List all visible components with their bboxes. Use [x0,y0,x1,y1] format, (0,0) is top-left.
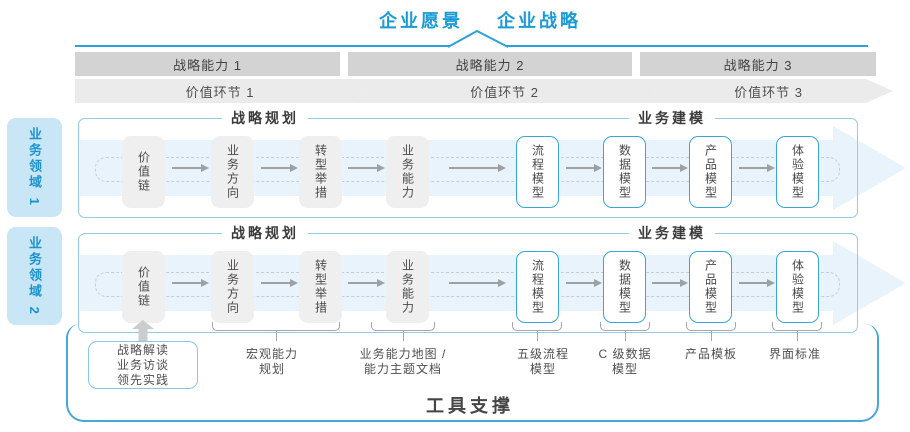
annotation-level5-process-model: 五级流程 模型 [516,347,570,376]
flow-arrow-icon [261,279,298,286]
enterprise-strategy-title: 企业战略 [497,11,581,31]
annotation-capability-map-doc: 业务能力地图 / 能力主题文档 [359,347,447,376]
practice-line: 战略解读 [116,342,169,357]
flow-arrow-icon [348,279,385,286]
node-experience-model: 体验模型 [776,136,819,208]
tool-support-container [66,324,879,422]
row-frame [78,118,858,218]
enterprise-vision-title: 企业愿景 [379,11,463,31]
row-frame [78,233,858,333]
flow-arrow-icon [172,164,209,171]
strategic-capability-2-bar: 战略能力 2 [348,52,632,76]
node-value-chain: 价值链 [122,251,165,323]
bracket-connector [371,322,435,341]
node-business-capability: 业务能力 [386,251,429,323]
node-process-model: 流程模型 [516,136,559,208]
node-business-capability: 业务能力 [386,136,429,208]
flow-arrow-icon [566,164,602,171]
bracket-connector [512,322,562,341]
flow-arrow-icon [449,164,506,171]
flow-arrow-icon [261,164,298,171]
node-data-model: 数据模型 [603,136,646,208]
bracket-connector [686,322,736,341]
flow-arrow-icon [739,164,775,171]
annotation-macro-capability-planning: 宏观能力 规划 [245,347,299,376]
node-product-model: 产品模型 [689,251,732,323]
dashed-flow-track [95,272,840,297]
node-value-chain: 价值链 [122,136,165,208]
node-business-direction: 业务方向 [211,136,254,208]
node-transformation-initiatives: 转型举措 [299,251,342,323]
practice-input-box: 战略解读 业务访谈 领先实践 [88,341,198,389]
flow-arrow-icon [652,279,688,286]
flow-arrow-icon [739,279,775,286]
annotation-ui-standard: 界面标准 [768,347,822,361]
business-modeling-header: 业务建模 [629,108,715,128]
practice-line: 领先实践 [116,372,169,387]
business-domain-2-tab: 业务领域 2 [7,227,62,325]
bracket-connector [772,322,822,341]
flow-arrow-icon [652,164,688,171]
annotation-product-template: 产品模板 [684,347,738,361]
caret-up-icon [447,30,509,48]
value-link-3-chevron: 价值环节 3 [644,79,893,103]
business-domain-1-tab: 业务领域 1 [7,118,62,217]
strategic-capability-3-bar: 战略能力 3 [640,52,876,76]
bracket-connector [600,322,650,341]
flow-arrow-icon [172,279,209,286]
bracket-connector [212,322,340,341]
node-product-model: 产品模型 [689,136,732,208]
node-process-model: 流程模型 [516,251,559,323]
node-experience-model: 体验模型 [776,251,819,323]
practice-line: 业务访谈 [116,357,169,372]
dashed-flow-track [95,157,840,182]
annotation-c-level-data-model: C 级数据 模型 [598,347,652,376]
tool-support-title: 工具支撑 [426,396,514,416]
flow-arrow-icon [348,164,385,171]
flow-arrow-icon [566,279,602,286]
strategic-capability-1-bar: 战略能力 1 [75,52,340,76]
value-link-1-chevron: 价值环节 1 [75,79,365,103]
strategic-planning-header: 战略规划 [222,108,308,128]
node-transformation-initiatives: 转型举措 [299,136,342,208]
strategic-planning-header: 战略规划 [222,223,308,243]
flow-arrow-icon [449,279,506,286]
node-business-direction: 业务方向 [211,251,254,323]
node-data-model: 数据模型 [603,251,646,323]
value-link-2-chevron: 价值环节 2 [352,79,657,103]
business-domain-2-row: 战略规划 业务建模 价值链 业务方向 转型举措 业务能力 流程模型 数据模型 产… [0,223,910,333]
business-domain-1-row: 战略规划 业务建模 价值链 业务方向 转型举措 业务能力 流程模型 数据模型 产… [0,108,910,218]
business-modeling-header: 业务建模 [629,223,715,243]
